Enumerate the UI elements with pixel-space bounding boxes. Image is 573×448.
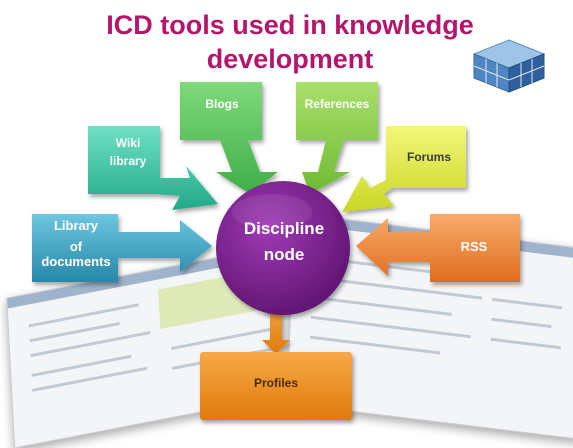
profiles-box [200,352,352,420]
discipline-node-circle [216,181,350,315]
forums-callout [342,126,466,212]
library-label-line1: Library [53,218,99,233]
wiki-library-label: Wiki library [96,136,160,168]
wiki-library-callout [88,126,218,210]
references-callout [296,82,378,194]
blogs-label: Blogs [205,97,239,111]
wiki-label-line1: Wiki [115,136,141,150]
cube-logo-icon [472,39,546,93]
decorative-highlight [232,194,312,230]
references-label: References [304,97,370,111]
discipline-node-label: Discipline node [214,218,354,266]
library-label: Library of documents [34,218,118,269]
diagram-canvas [32,82,520,420]
forums-label: Forums [406,150,451,164]
profiles-label: Profiles [253,376,298,390]
rss-callout [356,214,520,282]
blogs-callout [180,82,278,194]
discipline-node-label-line2: node [263,245,305,264]
page-title: ICD tools used in knowledge development [106,10,474,74]
library-label-line3: documents [41,254,111,269]
wiki-label-line2: library [109,154,147,168]
rss-label: RSS [460,239,488,254]
library-label-line2: of [69,239,83,254]
discipline-node-label-line1: Discipline [243,219,325,238]
library-callout [32,214,212,282]
